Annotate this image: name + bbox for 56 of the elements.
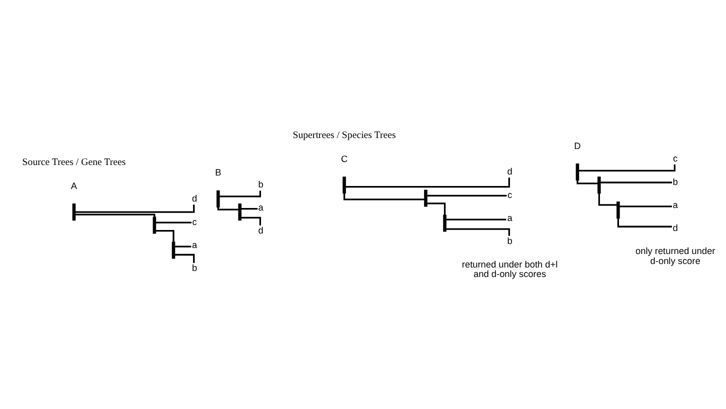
node-text: b: [507, 236, 512, 246]
connector: [156, 229, 174, 242]
connector: [241, 207, 258, 210]
label: Supertrees / Species Trees: [292, 130, 396, 141]
connector: [446, 228, 510, 236]
connector: [343, 192, 424, 200]
node-text: b: [192, 262, 198, 272]
node-bar: [576, 162, 580, 180]
connector: [600, 181, 672, 183]
connector: [174, 245, 192, 247]
connector: [427, 202, 446, 214]
node-text: b: [258, 179, 264, 190]
node-bar: [216, 190, 220, 207]
connector: [75, 204, 195, 212]
node-bar: [238, 203, 242, 220]
connector: [174, 253, 195, 262]
connector: [617, 218, 672, 227]
node-text: a: [507, 212, 512, 223]
node-text: a: [672, 199, 678, 210]
node-text: a: [192, 239, 198, 250]
connector: [576, 180, 598, 184]
label: returned under both d+l and d-only scores: [462, 258, 558, 279]
node-text: d: [192, 192, 198, 203]
node-text: c: [673, 152, 678, 163]
node-text: a: [258, 202, 264, 212]
node-bar: [443, 214, 446, 232]
node-text: d: [507, 166, 512, 176]
node-bar: [598, 176, 601, 194]
node-bar: [72, 203, 76, 220]
connector: [217, 206, 238, 210]
node-bar: [152, 216, 156, 234]
connector: [446, 218, 506, 220]
connector: [620, 205, 672, 207]
node-bar: [616, 201, 620, 218]
connector: [427, 194, 507, 196]
node-text: c: [508, 190, 512, 200]
connector: [75, 213, 156, 216]
connector: [346, 177, 510, 188]
connector: [220, 190, 262, 197]
node-text: c: [192, 216, 197, 226]
label: only returned under d-only score: [635, 246, 716, 266]
label: D: [574, 140, 581, 150]
label: A: [70, 180, 78, 190]
connector: [156, 221, 192, 223]
label: B: [215, 167, 222, 178]
label: C: [340, 153, 348, 164]
connector: [578, 164, 676, 171]
label: Source Trees / Gene Trees: [22, 156, 126, 168]
node-bar: [172, 241, 176, 258]
node-bar: [424, 189, 428, 206]
node-bar: [342, 176, 346, 194]
connector: [598, 192, 617, 206]
node-text: d: [672, 222, 678, 232]
node-text: b: [672, 176, 678, 186]
node-text: d: [258, 225, 264, 236]
connector: [241, 216, 262, 225]
